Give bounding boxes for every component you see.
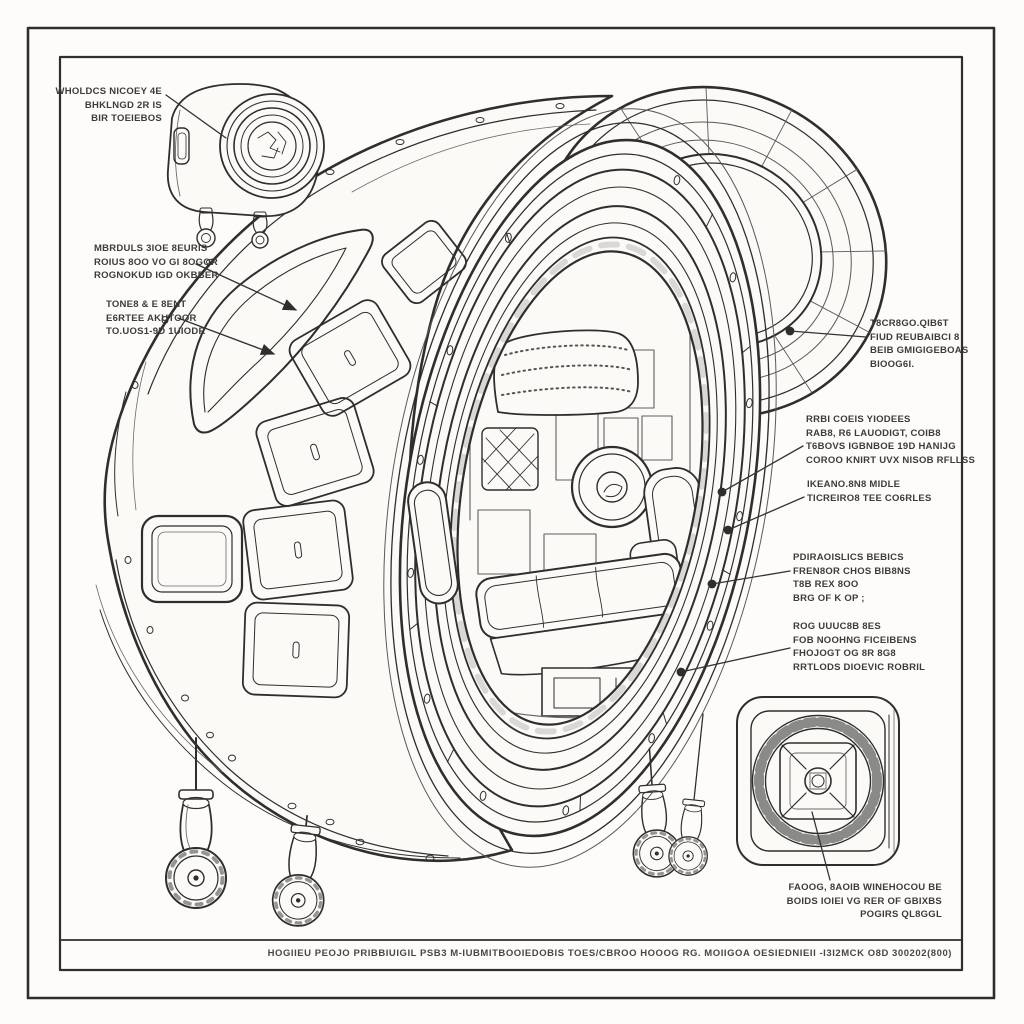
callout-ring-right-upper: RRBI COEIS YIODEES RAB8, R6 LAUODIGT, CO… xyxy=(806,413,975,467)
leader-ring-right-upper xyxy=(717,445,804,497)
callout-inset-top: WHOLDCS NICOEY 4E BHKLNGD 2R IS BIR TOEI… xyxy=(56,85,162,126)
callout-line: RAB8, R6 LAUODIGT, COIB8 xyxy=(806,427,941,439)
callout-line: T6BOVS IGBNBOE 19D HANIJG xyxy=(806,441,956,452)
callout-line: TICREIRO8 TEE CO6RLES xyxy=(807,492,932,504)
callout-interior-right: ROG UUUC8B 8ES FOB NOOHNG FICEIBENS FHOJ… xyxy=(793,620,925,674)
leader-interior-right xyxy=(676,647,791,677)
caster-wheel-right xyxy=(632,747,681,878)
callout-line: FREN8OR CHOS BIB8NS xyxy=(793,565,911,577)
callout-line: WHOLDCS NICOEY 4E xyxy=(55,86,162,97)
callout-line: ROG UUUC8B 8ES xyxy=(793,621,881,632)
callout-line: BOIDS IOIEI VG RER OF GBIXBS xyxy=(786,895,942,907)
inset-hub-section xyxy=(736,696,900,866)
title-block-text: HOGIIEU PEOJO PRIBBIUIGIL PSB3 M-IUBMITB… xyxy=(267,948,952,959)
caster-wheel-far-right xyxy=(668,713,708,876)
leader-ring-right-middle xyxy=(723,496,805,535)
callout-line: FAOOG, 8AOIB WINEHOCOU BE xyxy=(788,882,942,893)
callout-line: PDIRAOISLICS BEBICS xyxy=(793,552,904,563)
leader-inset-top xyxy=(165,94,227,139)
callout-line: BIOOG6I. xyxy=(870,358,915,370)
callout-body-left-lower: TONE8 & E 8ENT E6RTEE AKUTOOR TO.UOS1-9D… xyxy=(106,298,206,339)
leader-inset-bottom xyxy=(811,811,831,881)
ring-segment-lines xyxy=(409,213,751,812)
hull-porthole xyxy=(140,514,244,604)
hull-slot-window xyxy=(189,228,374,434)
callout-line: COROO KNIRT UVX NISOB RFLLSS xyxy=(806,454,976,466)
inset-maze-detail xyxy=(257,131,287,159)
pod-body xyxy=(95,94,614,863)
hull-panels xyxy=(241,219,467,699)
leader-ring-right-lower xyxy=(707,570,791,589)
callout-line: RRTLODS DIOEVIC ROBRIL xyxy=(793,661,926,673)
cabin-porthole xyxy=(570,445,654,529)
callout-line: BEIB GMIGIGEBOAS xyxy=(870,345,969,356)
callout-torus-right: T8CR8GO.QIB6T FIUD REUBAIBCI 8 BEIB GMIG… xyxy=(870,317,968,371)
callout-inset-bottom: FAOOG, 8AOIB WINEHOCOU BE BOIDS IOIEI VG… xyxy=(787,881,942,922)
callout-line: TO.UOS1-9D 1UIODR xyxy=(106,326,206,337)
callout-line: FIUD REUBAIBCI 8 xyxy=(870,331,960,343)
callout-ring-right-middle: IKEANO.8N8 MIDLE TICREIRO8 TEE CO6RLES xyxy=(807,478,932,505)
callout-line: ROGNOKUD IGD OKBBER xyxy=(94,270,219,281)
callout-line: E6RTEE AKUTOOR xyxy=(106,312,197,324)
callout-line: BHKLNGD 2R IS xyxy=(84,99,162,111)
callout-line: ROIUS 8OO VO GI 8OGOR xyxy=(94,256,219,268)
callout-ring-right-lower: PDIRAOISLICS BEBICS FREN8OR CHOS BIB8NS … xyxy=(793,551,911,605)
leader-lines xyxy=(165,94,867,881)
ring-rivets xyxy=(407,175,753,816)
caster-wheel-front-left xyxy=(165,737,227,909)
callout-line: MBRDULS 3IOE 8EURIS xyxy=(94,243,208,254)
callout-line: POGIRS QL8GGL xyxy=(860,909,942,920)
sheet-frame xyxy=(26,26,996,1000)
callout-line: FHOJOGT OG 8R 8G8 xyxy=(793,648,896,659)
callout-line: RRBI COEIS YIODEES xyxy=(806,414,911,425)
cabin-lattice-grille xyxy=(481,427,539,491)
caster-wheel-mid-left xyxy=(271,815,325,927)
cabin-bed xyxy=(475,539,686,676)
inset-casters xyxy=(196,207,269,249)
callout-line: T8CR8GO.QIB6T xyxy=(870,318,949,329)
callout-line: T8B REX 8OO xyxy=(793,579,859,590)
callout-line: IKEANO.8N8 MIDLE xyxy=(807,479,901,490)
callout-line: TONE8 & E 8ENT xyxy=(106,299,187,310)
callout-line: BIR TOEIEBOS xyxy=(91,113,162,124)
callout-body-left-upper: MBRDULS 3IOE 8EURIS ROIUS 8OO VO GI 8OGO… xyxy=(94,242,219,283)
callout-line: BRG OF K OP ; xyxy=(793,592,865,604)
leader-body-left-upper xyxy=(195,263,298,311)
inset-front-view xyxy=(167,83,325,249)
leader-torus-right xyxy=(785,326,867,338)
callout-line: FOB NOOHNG FICEIBENS xyxy=(793,634,917,646)
leader-body-left-lower xyxy=(177,317,276,355)
door-handle xyxy=(407,481,459,605)
ring-rail xyxy=(383,108,777,868)
cabin-canopy xyxy=(493,329,639,416)
